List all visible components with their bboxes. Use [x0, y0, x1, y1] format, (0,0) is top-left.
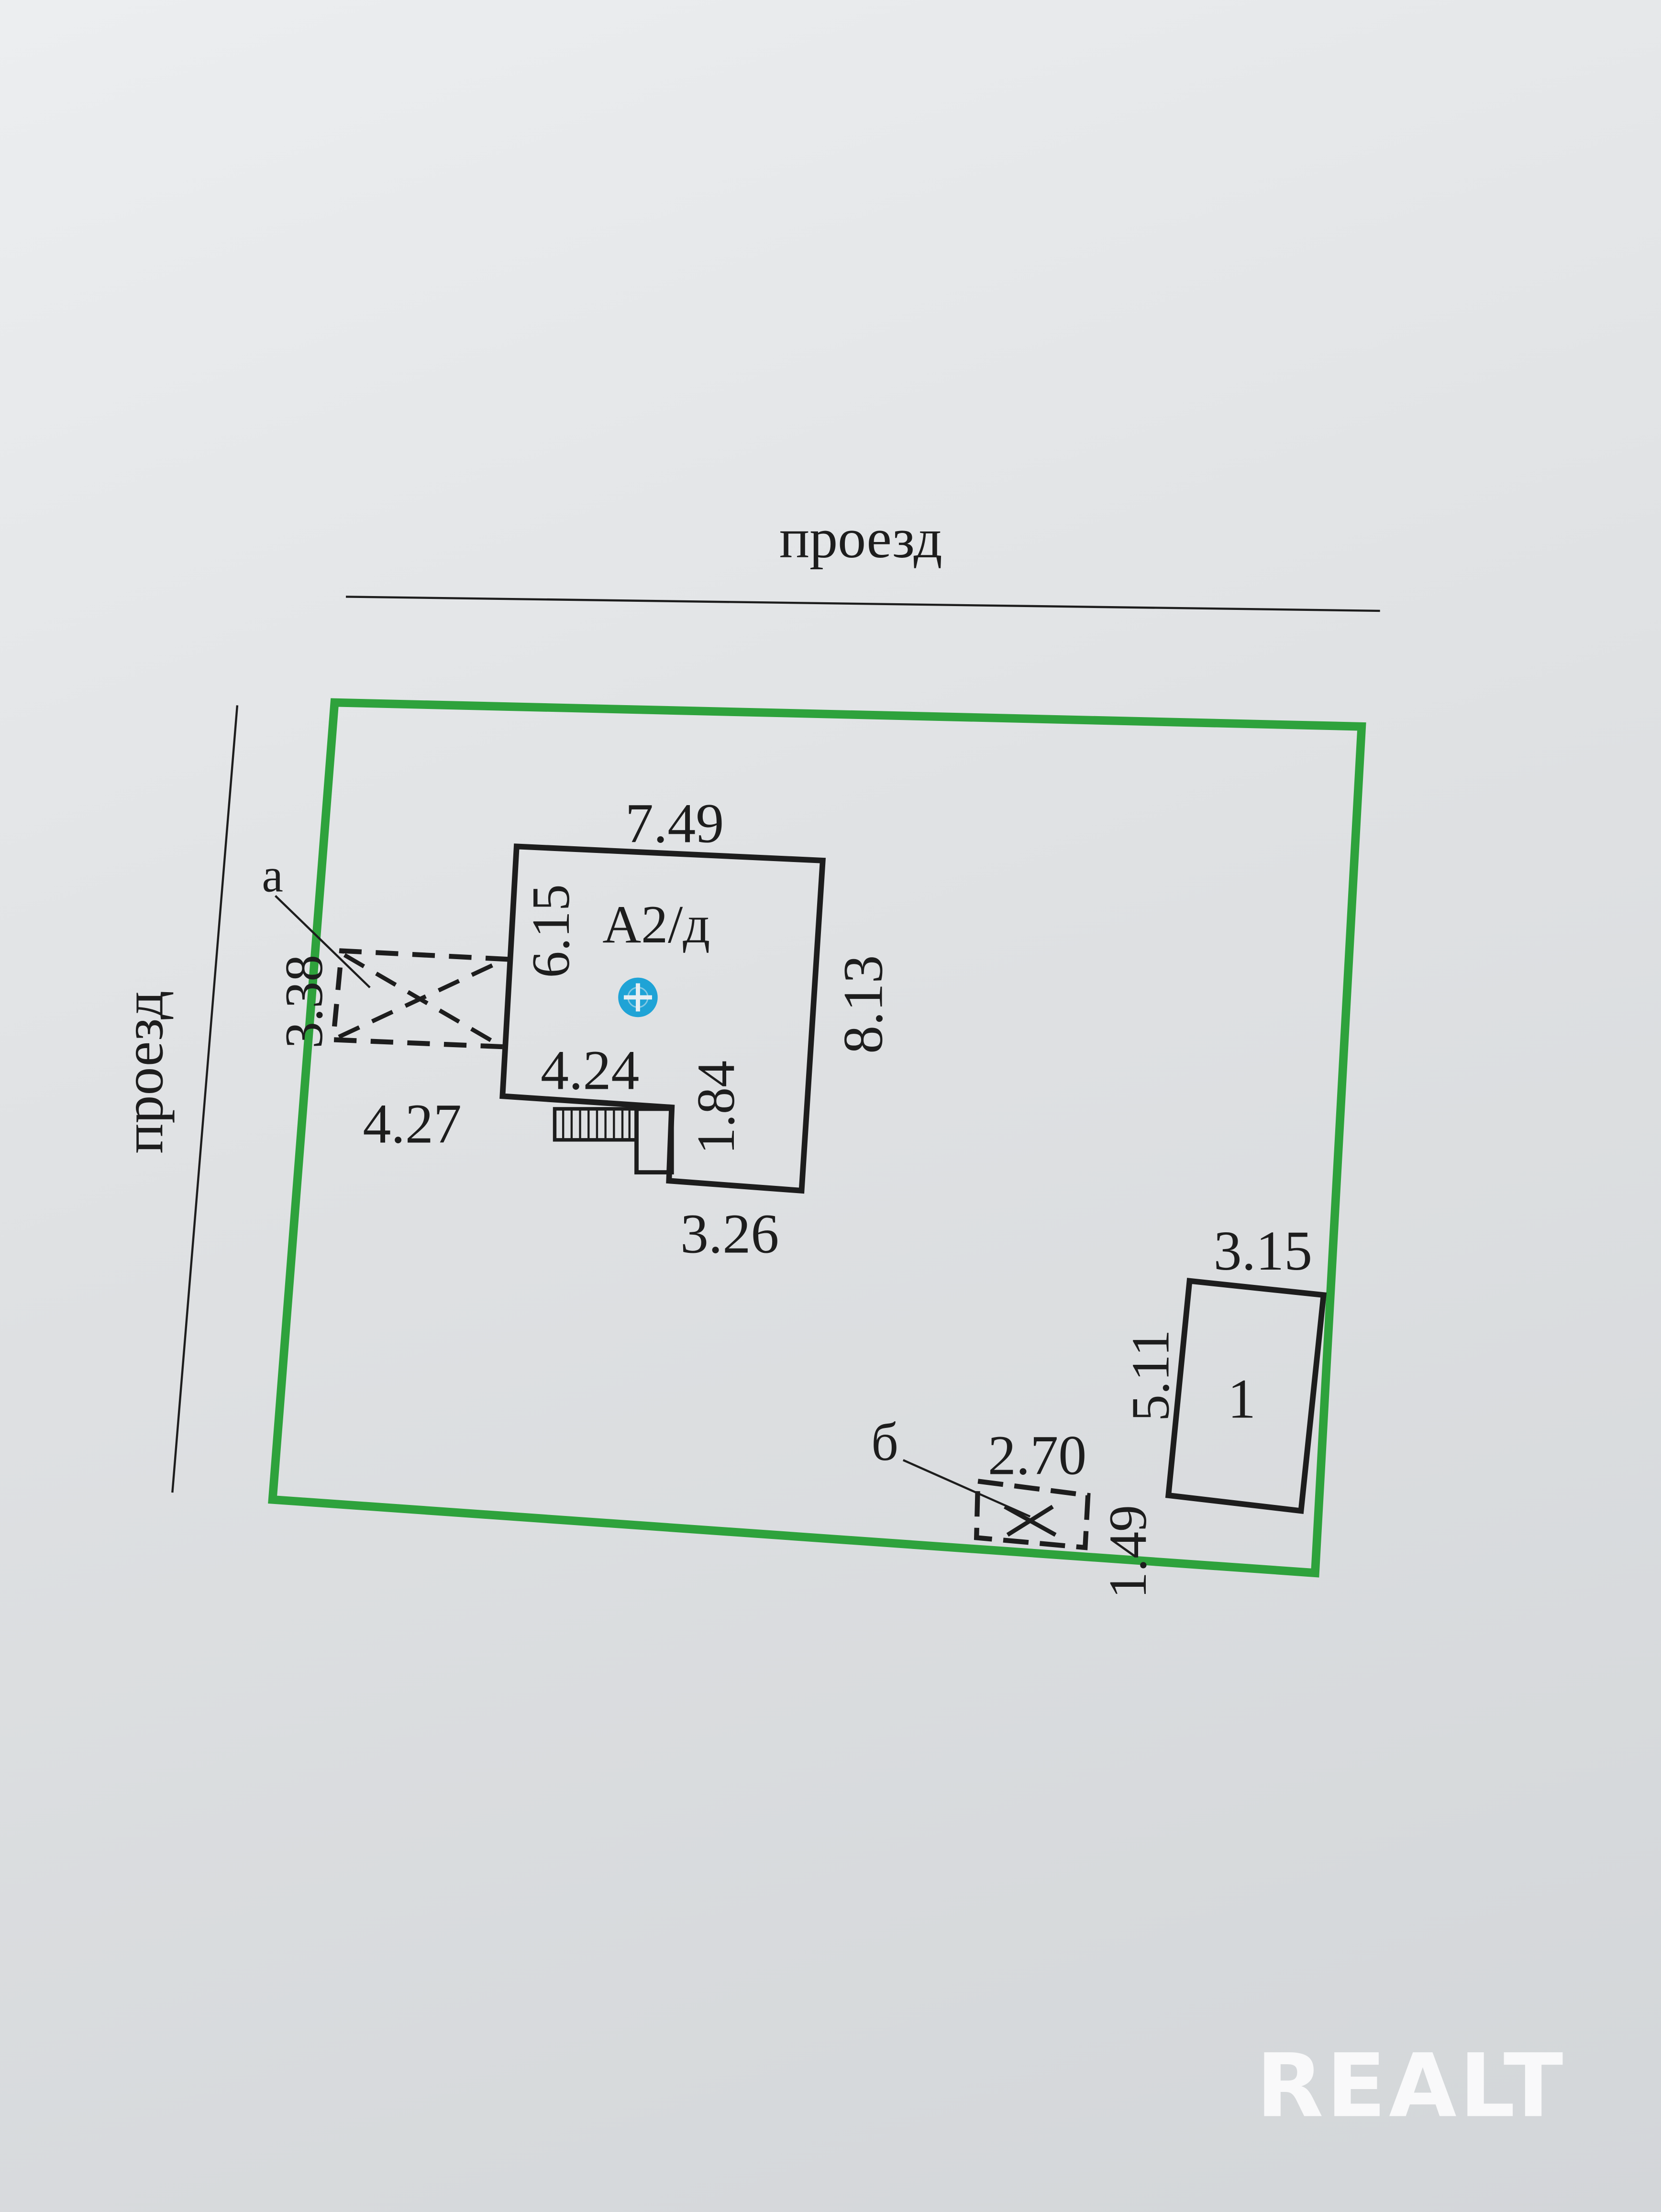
- house-step-dim: 1.84: [687, 1061, 746, 1154]
- top-road-label: проезд: [779, 507, 942, 570]
- plot-boundary: [268, 698, 1366, 1578]
- house-outline: [499, 843, 826, 1194]
- shed-height-dim: 5.11: [1121, 1329, 1180, 1421]
- left-road-line: [171, 705, 239, 1493]
- realt-watermark: REALT: [1256, 2035, 1566, 2137]
- extension-width-dim: 4.27: [363, 1093, 461, 1155]
- house-bottom-left-dim: 4.24: [541, 1039, 639, 1102]
- house-top-dim: 7.49: [625, 792, 724, 855]
- shed-width-dim: 3.15: [1214, 1219, 1312, 1282]
- extension-height-dim: 3.38: [275, 955, 334, 1049]
- house-left-dim: 6.15: [521, 884, 581, 978]
- blue-marker-icon: [618, 977, 658, 1018]
- small-structure-b-leader: [902, 1459, 1031, 1518]
- shed-label: 1: [1228, 1368, 1256, 1430]
- small-structure-b: [902, 1459, 1091, 1550]
- shed-outline: [1165, 1278, 1327, 1514]
- small-structure-width-dim: 2.70: [988, 1424, 1086, 1487]
- extension-a: [275, 895, 509, 1050]
- extension-a-leader: [275, 895, 371, 988]
- small-structure-b-marker: б: [871, 1413, 898, 1472]
- extension-a-marker: а: [262, 849, 283, 902]
- house-porch: [634, 1106, 674, 1175]
- left-road-label: проезд: [112, 991, 175, 1154]
- house-right-dim: 8.13: [832, 955, 895, 1053]
- small-structure-height-dim: 1.49: [1098, 1505, 1158, 1599]
- house-label: А2/д: [602, 895, 710, 954]
- top-road-line: [345, 596, 1380, 612]
- house-bottom-right-dim: 3.26: [680, 1203, 779, 1265]
- stairs-icon: [553, 1107, 639, 1142]
